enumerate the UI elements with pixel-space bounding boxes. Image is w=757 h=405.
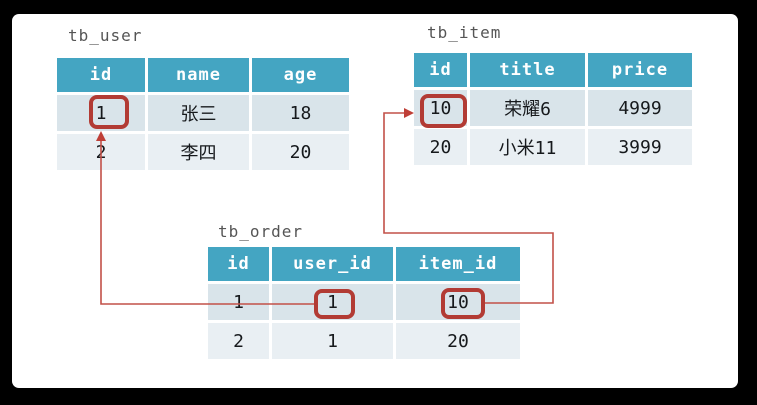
table-row: 2 李四 20 — [57, 134, 349, 170]
table-cell: 4999 — [588, 90, 692, 126]
highlight-box-item-id — [420, 94, 467, 128]
table-cell: 3999 — [588, 129, 692, 165]
highlight-box-order-user-id — [314, 289, 355, 319]
table-row: 20 小米11 3999 — [414, 129, 692, 165]
table-cell: 李四 — [148, 134, 249, 170]
table-cell: 小米11 — [470, 129, 585, 165]
table-cell: 20 — [396, 323, 520, 359]
table-cell: 1 — [272, 323, 393, 359]
tb-order-header-row: id user_id item_id — [208, 247, 520, 281]
highlight-box-user-id — [89, 95, 129, 129]
table-cell: 张三 — [148, 95, 249, 131]
tb-user-header-row: id name age — [57, 58, 349, 92]
tb-user-title: tb_user — [68, 26, 143, 45]
table-row: 1 张三 18 — [57, 95, 349, 131]
tb-order-title: tb_order — [218, 222, 304, 241]
table-cell: 2 — [57, 134, 145, 170]
tb-item-header-row: id title price — [414, 53, 692, 87]
table-cell: 20 — [414, 129, 467, 165]
table-cell: 18 — [252, 95, 349, 131]
col-header-id: id — [57, 58, 145, 92]
col-header-id: id — [414, 53, 467, 87]
col-header-id: id — [208, 247, 269, 281]
tb-item-title: tb_item — [427, 23, 502, 42]
col-header-price: price — [588, 53, 692, 87]
col-header-age: age — [252, 58, 349, 92]
table-cell: 荣耀6 — [470, 90, 585, 126]
col-header-item-id: item_id — [396, 247, 520, 281]
table-cell: 20 — [252, 134, 349, 170]
table-cell: 1 — [208, 284, 269, 320]
col-header-title: title — [470, 53, 585, 87]
col-header-user-id: user_id — [272, 247, 393, 281]
table-cell: 2 — [208, 323, 269, 359]
table-row: 2 1 20 — [208, 323, 520, 359]
col-header-name: name — [148, 58, 249, 92]
highlight-box-order-item-id — [441, 288, 485, 319]
